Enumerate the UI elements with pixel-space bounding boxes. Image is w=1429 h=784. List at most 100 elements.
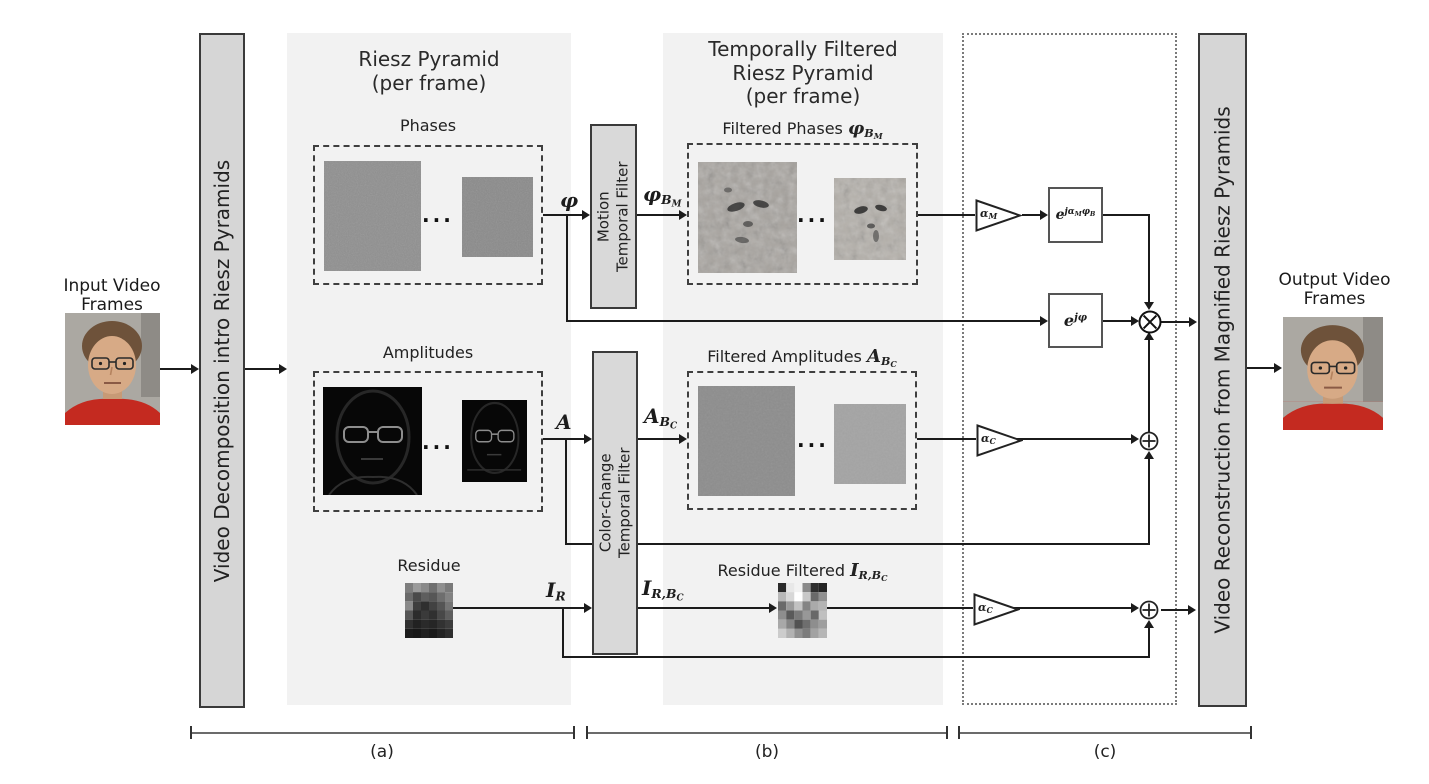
residue-image [405,583,453,638]
residue-filtered-label: Residue Filtered IR,BC [687,560,918,583]
amplitudes-label: Amplitudes [382,343,474,362]
amplitudes-dashed-box [313,371,543,512]
temporally-filtered-title-line2: Riesz Pyramid [732,60,874,85]
plus2-out-connector [1161,609,1189,611]
a-bc-symbol: ABC [866,346,897,370]
alpha-m-gain-label: αM [980,207,998,222]
temporally-filtered-title-line1: Temporally Filtered [708,37,898,61]
ir-bc-connector [638,607,770,609]
ir-bypass-drop [562,608,564,658]
riesz-pyramid-title: Riesz Pyramid (per frame) [300,47,558,95]
bracket-a-left-tick [190,726,192,739]
alpha-c-gain-amplitude-label: αC [981,432,996,447]
gain-triangle-icon [976,424,1025,457]
ir-line-label: IR [546,578,566,604]
alpha-c1-out-connector [1007,438,1132,440]
arrow-into-filtered-phases [679,210,687,220]
riesz-pyramid-title-line1: Riesz Pyramid [358,47,500,71]
arrow-into-plus2-bottom [1144,620,1154,628]
arrow-into-motion-filter [582,210,590,220]
a-bc-line-label: ABC [644,404,678,432]
alpha-m-gain: αM [975,199,1024,232]
phases-dashed-box [313,145,543,285]
arrow-into-filtered-amplitudes [679,434,687,444]
arrow-into-multiply-left [1131,316,1139,326]
exp-mag-down-connector [1148,214,1150,302]
panel-magnification-dotted [962,33,1177,705]
alpha-m-out-connector [1022,214,1040,216]
exp-magnified-phase-box: ejαMφB [1048,187,1103,243]
exp-phi-out-connector [1103,320,1132,322]
phases-ellipsis: ... [422,203,454,227]
filtered-phases-label: Filtered Phases φBM [687,118,918,141]
a-connector [543,438,586,440]
arrow-into-reconstruction-bottom [1188,605,1196,615]
filtered-amplitudes-dashed-box [687,371,917,510]
color-change-temporal-filter-box: Color-change Temporal Filter [592,351,638,655]
filtered-phases-text: Filtered Phases [722,119,848,138]
filtered-amplitudes-out-connector [917,438,976,440]
a-bc-connector [638,438,680,440]
video-decomposition-bar-label: Video Decomposition intro Riesz Pyramids [210,159,234,582]
exp-phase-box: ejφ [1048,293,1103,348]
exp-mag-out-connector [1102,214,1150,216]
plus1-up-connector [1148,334,1150,432]
bracket-b-right-tick [946,726,948,739]
alpha-c2-out-connector [1005,607,1132,609]
filtered-amplitude-image-2 [834,404,906,484]
multiply-out-connector [1161,321,1190,323]
motion-temporal-filter-label: Motion Temporal Filter [594,161,632,272]
residue-filtered-out-connector [827,607,973,609]
bracket-a-right-tick [573,726,575,739]
filtered-phases-ellipsis: ... [797,203,829,227]
ir-connector [453,607,586,609]
ir-bc-line-label: IR,BC [642,576,684,604]
arrow-into-output-frame [1274,363,1282,373]
a-bypass-drop [565,439,567,545]
output-video-frames-label: Output Video Frames [1278,270,1391,309]
phi-bm-connector [637,214,680,216]
phi-line-label: φ [560,188,579,212]
multiply-node-icon [1138,310,1162,334]
section-a-label: (a) [370,742,394,762]
input-video-frame-image [65,313,160,425]
phi-connector [543,214,584,216]
phi-bm-symbol: φBM [847,118,883,142]
input-connector [160,368,193,370]
decomposition-out-connector [245,368,281,370]
exp-phase-formula: ejφ [1063,311,1088,330]
riesz-pyramid-title-line2: (per frame) [371,70,487,95]
arrow-into-pyramid-panel [279,364,287,374]
arrow-into-exp-mag-box [1040,210,1048,220]
ir-bypass-line [562,656,1150,658]
arrow-into-plus1-bottom [1144,451,1154,459]
exp-magnified-phase-formula: ejαMφB [1055,207,1096,223]
temporally-filtered-title-line3: (per frame) [745,84,861,109]
filtered-phases-dashed-box [687,143,918,285]
alpha-c-gain-amplitude: αC [976,424,1025,457]
add-node-amplitude-icon [1139,431,1159,451]
alpha-c-gain-residue-label: αC [978,601,993,616]
input-video-frames-label: Input Video Frames [63,276,161,315]
phi-bm-line-label: φBM [643,182,682,210]
a-bypass-line [565,543,1150,545]
arrow-into-plus2-left [1131,603,1139,613]
color-change-temporal-filter-label: Color-change Temporal Filter [596,447,634,559]
filtered-phase-image-1 [698,162,797,273]
arrow-into-plus1-left [1131,434,1139,444]
residue-label: Residue [397,556,461,575]
phase-pyramid-image-1 [324,161,421,271]
amplitude-pyramid-image-1 [323,387,422,495]
gain-triangle-icon [975,199,1024,232]
a-bypass-rise [1148,453,1150,545]
arrow-into-exp-phi-box [1040,316,1048,326]
amplitude-pyramid-image-2 [462,400,527,482]
arrow-into-residue-filtered-image [769,603,777,613]
motion-temporal-filter-box: Motion Temporal Filter [590,124,637,309]
arrow-into-multiply-bottom [1144,332,1154,340]
add-node-residue-icon [1139,600,1159,620]
filtered-phase-image-2 [834,178,906,260]
arrow-into-multiply-top [1144,302,1154,310]
amplitudes-ellipsis: ... [422,430,454,454]
